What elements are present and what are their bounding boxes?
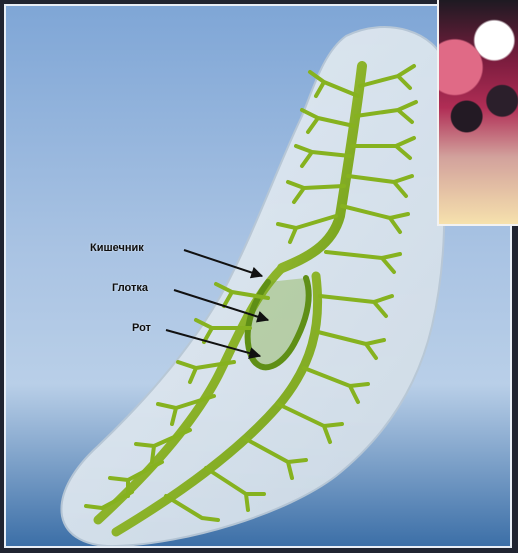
inset-photo: [437, 0, 518, 226]
slide-panel: Кишечник Глотка Рот: [4, 4, 512, 548]
label-mouth: Рот: [132, 322, 151, 334]
label-intestine: Кишечник: [90, 242, 144, 254]
label-pharynx: Глотка: [112, 282, 148, 294]
